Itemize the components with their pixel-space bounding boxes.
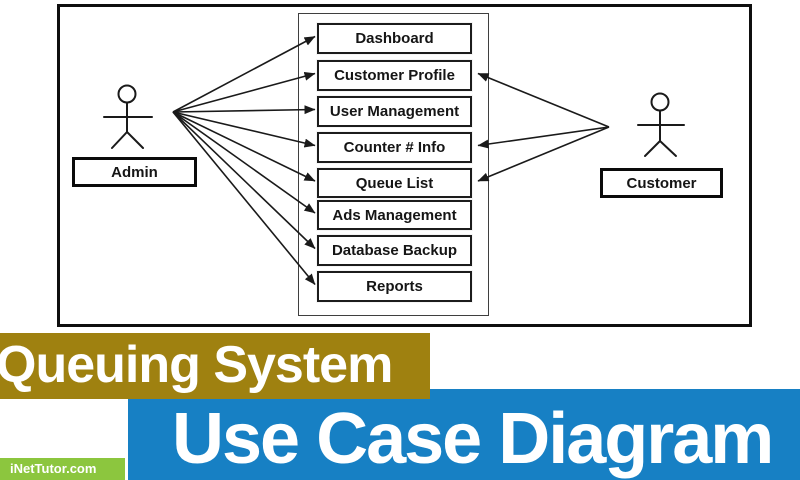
usecase-counter-info: Counter # Info (317, 132, 472, 163)
usecase-reports: Reports (317, 271, 472, 302)
watermark-text: iNetTutor.com (10, 461, 97, 476)
admin-label-box: Admin (72, 157, 197, 187)
usecase-queue-list: Queue List (317, 168, 472, 198)
title-text: Use Case Diagram (172, 398, 774, 479)
usecase-ads-management: Ads Management (317, 200, 472, 230)
usecase-user-management: User Management (317, 96, 472, 127)
watermark-banner: iNetTutor.com (0, 458, 125, 480)
topic-text: Queuing System (0, 336, 393, 394)
topic-banner: Queuing System (0, 333, 430, 399)
usecase-dashboard: Dashboard (317, 23, 472, 54)
usecase-customer-profile: Customer Profile (317, 60, 472, 91)
usecase-database-backup: Database Backup (317, 235, 472, 266)
customer-label-box: Customer (600, 168, 723, 198)
title-banner: Use Case Diagram (128, 389, 800, 480)
